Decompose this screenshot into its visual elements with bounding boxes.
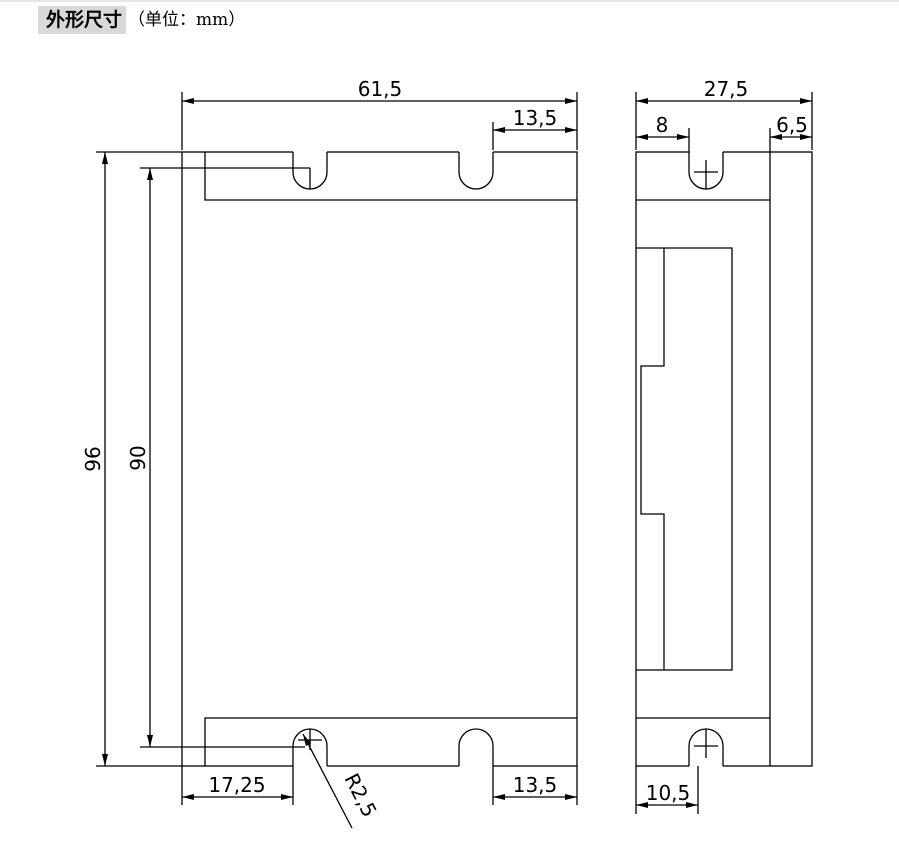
dim-bottom-right-offset: 13,5 [513,773,558,797]
bottom-flange [204,717,577,766]
heading-title: 外形尺寸 [38,6,127,34]
top-flange [204,152,577,201]
section-heading: 外形尺寸 （单位：mm） [38,6,245,34]
dim-side-right-offset: 6,5 [776,113,808,137]
dim-side-width: 27,5 [704,77,749,101]
dim-side-bottom-offset: 10,5 [646,781,691,805]
front-outline [181,151,578,767]
dim-side-left-offset: 8 [656,113,669,137]
top-slot-right [458,152,494,190]
side-outline [635,151,813,767]
dim-bottom-left-offset: 17,25 [208,773,265,797]
dim-width: 61,5 [358,77,403,101]
front-view: 61,5 13,5 96 90 17,25 13,5 R2,5 [81,77,578,829]
dim-height-outer: 96 [81,446,105,471]
side-connector [636,247,733,671]
side-view: 27,5 8 6,5 10,5 [635,77,813,814]
side-connector-step [640,248,665,670]
dim-radius: R2,5 [340,769,382,821]
dim-top-slot-offset: 13,5 [513,106,558,130]
heading-unit: （单位：mm） [128,10,246,30]
dim-height-inner: 90 [126,445,150,470]
top-divider [0,0,899,2]
bottom-slot-right [458,728,494,766]
